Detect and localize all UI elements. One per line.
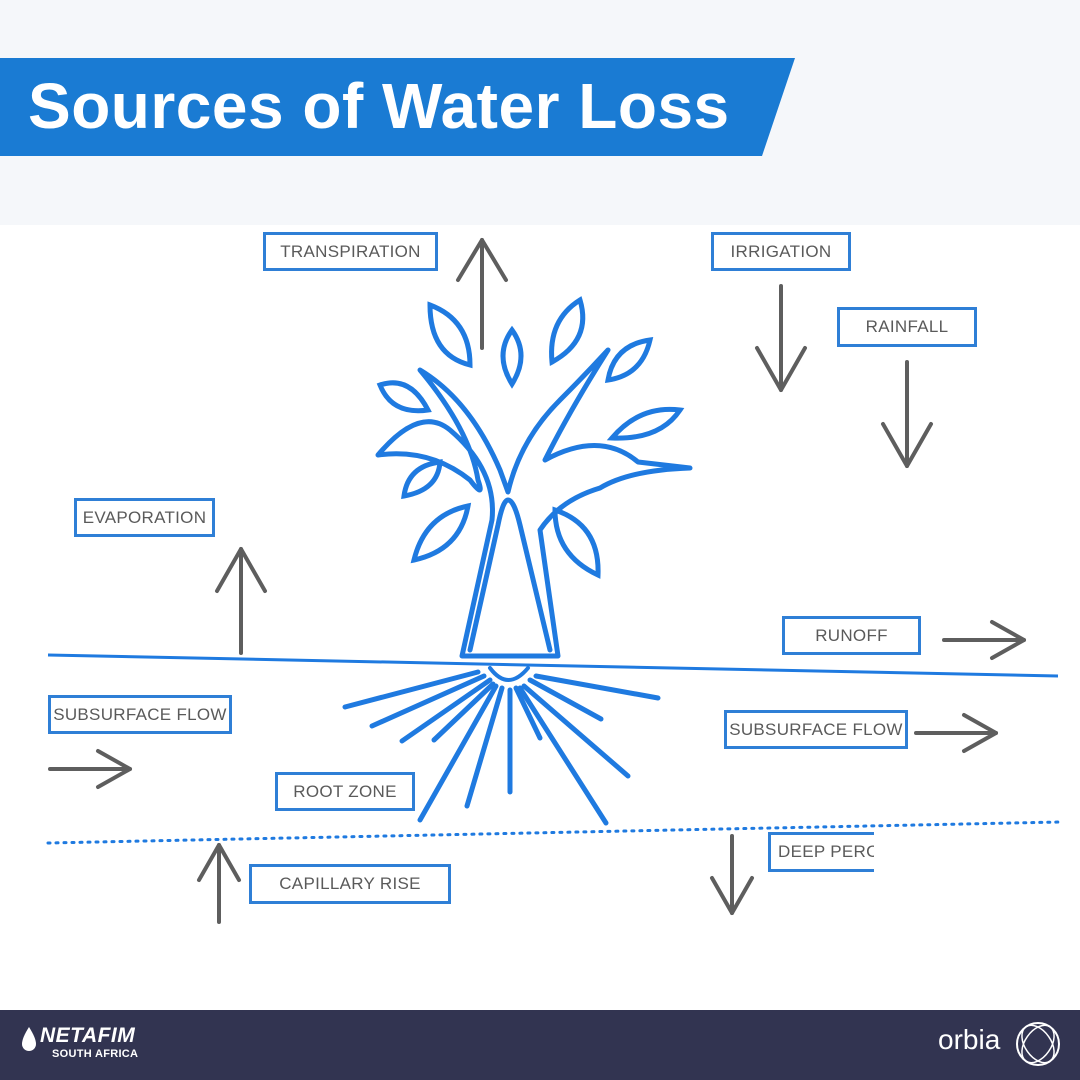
- arrow-down-icon: [710, 834, 754, 915]
- arrow-right-icon: [914, 713, 998, 753]
- leaf: [606, 406, 685, 441]
- diagram-graphics: [46, 238, 1080, 1010]
- arrow-down-icon: [881, 360, 933, 468]
- arrow-up-icon: [456, 238, 508, 350]
- ground-surface-line: [47, 653, 1059, 678]
- leaf: [604, 337, 654, 383]
- leaf: [500, 325, 524, 389]
- label-runoff: RUNOFF: [782, 616, 921, 655]
- netafim-drop-icon: [22, 1027, 36, 1051]
- netafim-logo-subtitle: SOUTH AFRICA: [52, 1048, 139, 1060]
- roots: [342, 666, 661, 826]
- label-subsurface-flow-right: SUBSURFACE FLOW: [724, 710, 908, 749]
- arrow-down-icon: [755, 284, 807, 392]
- page-title: Sources of Water Loss: [28, 70, 730, 142]
- label-irrigation: IRRIGATION: [711, 232, 851, 271]
- label-subsurface-flow-left: SUBSURFACE FLOW: [48, 695, 232, 734]
- title-banner: [0, 58, 795, 156]
- label-rainfall: RAINFALL: [837, 307, 977, 347]
- tree-leaves: [376, 296, 685, 579]
- leaf: [376, 380, 432, 414]
- tree-icon: [375, 347, 693, 659]
- arrow-up-icon: [197, 843, 241, 924]
- crop-patch: [874, 828, 1080, 1010]
- leaf: [410, 502, 472, 564]
- orbia-circle-icon: [1016, 1022, 1060, 1066]
- label-capillary-rise: CAPILLARY RISE: [249, 864, 451, 904]
- arrow-right-icon: [942, 620, 1026, 660]
- label-root-zone: ROOT ZONE: [275, 772, 415, 811]
- label-evaporation: EVAPORATION: [74, 498, 215, 537]
- root-zone-boundary-line: [46, 820, 1062, 845]
- arrow-up-icon: [215, 547, 267, 655]
- footer-bar: [0, 1010, 1080, 1080]
- arrow-right-icon: [48, 749, 132, 789]
- leaf: [427, 301, 473, 369]
- label-transpiration: TRANSPIRATION: [263, 232, 438, 271]
- leaf: [401, 459, 443, 500]
- orbia-logo: orbia: [938, 1024, 1001, 1055]
- label-deep-percolation: DEEP PERC: [768, 832, 874, 872]
- leaf: [552, 506, 601, 579]
- netafim-logo: NETAFIM: [40, 1024, 136, 1047]
- leaf: [549, 296, 586, 367]
